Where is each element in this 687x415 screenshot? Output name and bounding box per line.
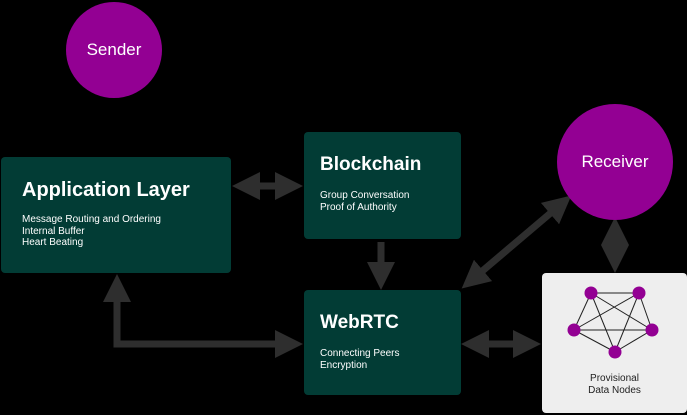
webrtc-line: Connecting Peers <box>320 348 400 359</box>
receiver-label: Receiver <box>581 152 649 171</box>
application-layer-title: Application Layer <box>22 179 190 201</box>
webrtc-line: Encryption <box>320 359 368 371</box>
data-nodes-caption-line: Provisional <box>590 373 639 384</box>
blockchain-box: Blockchain Group Conversation Proof of A… <box>304 132 461 239</box>
application-layer-box: Application Layer Message Routing and Or… <box>1 157 231 273</box>
node-links <box>573 292 653 353</box>
data-node <box>645 323 659 337</box>
blockchain-line: Proof of Authority <box>320 201 397 213</box>
data-nodes-caption: Provisional Data Nodes <box>542 373 687 397</box>
data-nodes-caption-line: Data Nodes <box>588 385 641 396</box>
application-layer-lines: Message Routing and Ordering Internal Bu… <box>22 214 161 249</box>
webrtc-lines: Connecting Peers Encryption <box>320 348 400 371</box>
data-nodes-panel: Provisional Data Nodes <box>542 273 687 413</box>
data-node <box>608 345 622 359</box>
blockchain-title: Blockchain <box>320 154 422 175</box>
data-node <box>567 323 581 337</box>
webrtc-title: WebRTC <box>320 312 399 333</box>
blockchain-line: Group Conversation <box>320 190 410 201</box>
data-node <box>584 286 598 300</box>
arrow-application-webrtc <box>103 274 303 358</box>
data-nodes-graph <box>567 286 659 359</box>
sender-circle: Sender <box>66 2 162 98</box>
blockchain-lines: Group Conversation Proof of Authority <box>320 190 410 213</box>
receiver-circle: Receiver <box>557 104 673 220</box>
arrow-webrtc-receiver <box>461 195 572 289</box>
application-layer-line: Message Routing and Ordering <box>22 214 161 225</box>
application-layer-line: Heart Beating <box>22 237 84 248</box>
data-node <box>632 286 646 300</box>
application-layer-line: Internal Buffer <box>22 225 85 237</box>
webrtc-box: WebRTC Connecting Peers Encryption <box>304 290 461 395</box>
sender-label: Sender <box>86 40 142 59</box>
